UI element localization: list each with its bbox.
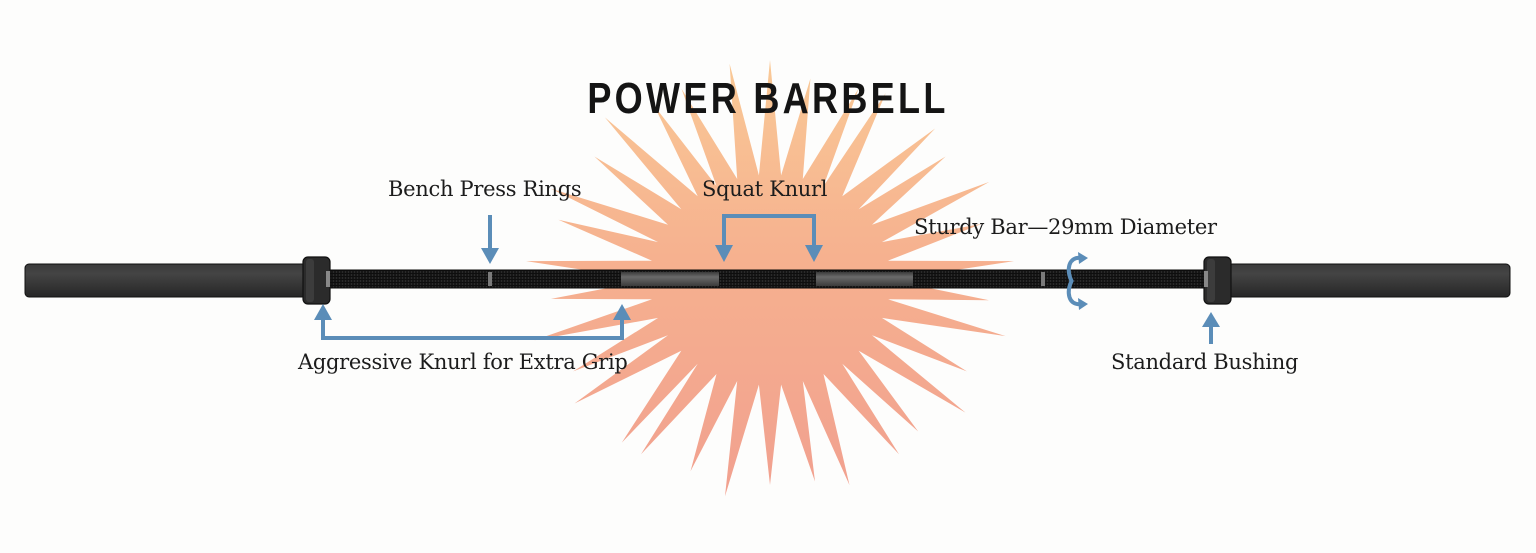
diagram-title: POWER BARBELL bbox=[587, 74, 949, 123]
bench-press-ring-right bbox=[1041, 272, 1045, 286]
annotation-arrows bbox=[321, 214, 1213, 344]
squat-knurl-bracket bbox=[722, 214, 816, 247]
left-collar-bushing bbox=[302, 256, 331, 305]
bench-press-ring-left bbox=[488, 272, 492, 286]
arrow-heads bbox=[314, 245, 1220, 327]
label-bench-press-rings: Bench Press Rings bbox=[388, 177, 582, 201]
left-sleeve bbox=[24, 263, 308, 298]
right-collar-bushing bbox=[1203, 256, 1232, 305]
aggressive-knurl-bracket bbox=[321, 318, 624, 340]
right-sleeve bbox=[1227, 263, 1511, 298]
label-aggressive-knurl: Aggressive Knurl for Extra Grip bbox=[298, 350, 628, 374]
bar-shaft bbox=[325, 269, 1211, 289]
label-sturdy-bar: Sturdy Bar—29mm Diameter bbox=[914, 215, 1217, 239]
label-standard-bushing: Standard Bushing bbox=[1111, 350, 1299, 374]
label-squat-knurl: Squat Knurl bbox=[702, 177, 828, 201]
